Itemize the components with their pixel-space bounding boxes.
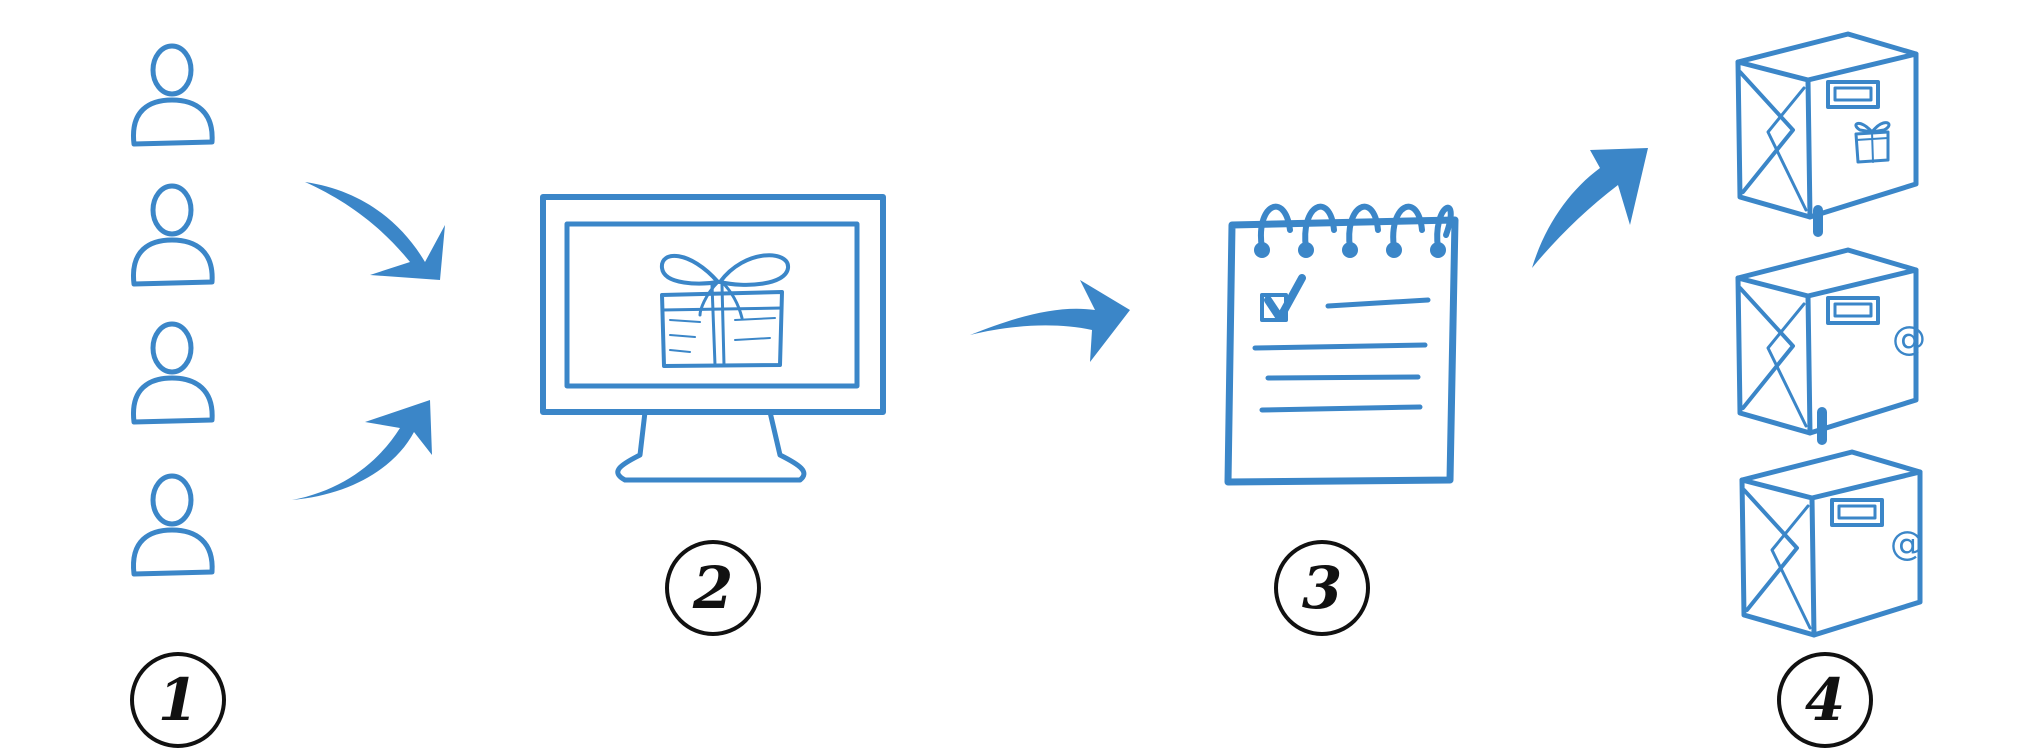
step-badge-2: 2 [665, 540, 761, 636]
person-icon [133, 186, 212, 284]
person-icon [133, 324, 212, 422]
parcel-box-icon [1738, 250, 1916, 433]
step-number: 2 [692, 554, 734, 622]
at-symbol: @ [1890, 524, 1924, 564]
monitor-gift-icon [540, 194, 886, 483]
arrow-icon [1532, 148, 1648, 268]
person-icon [133, 46, 212, 144]
arrow-icon [970, 280, 1130, 362]
step-badge-1: 1 [130, 652, 226, 748]
parcel-boxes-icon: @ @ [1738, 34, 1926, 635]
arrow-icon [305, 182, 445, 280]
step-badge-4: 4 [1777, 652, 1873, 748]
parcel-box-icon [1738, 34, 1916, 217]
at-symbol: @ [1892, 319, 1926, 359]
arrow-icon [292, 400, 432, 500]
person-icon [133, 476, 212, 574]
step-number: 1 [157, 666, 199, 734]
step-number: 3 [1301, 554, 1343, 622]
step-number: 4 [1804, 666, 1846, 734]
step-badge-3: 3 [1274, 540, 1370, 636]
users-icon [133, 46, 212, 574]
notepad-checklist-icon [1224, 203, 1459, 486]
gift-icon [659, 253, 790, 368]
